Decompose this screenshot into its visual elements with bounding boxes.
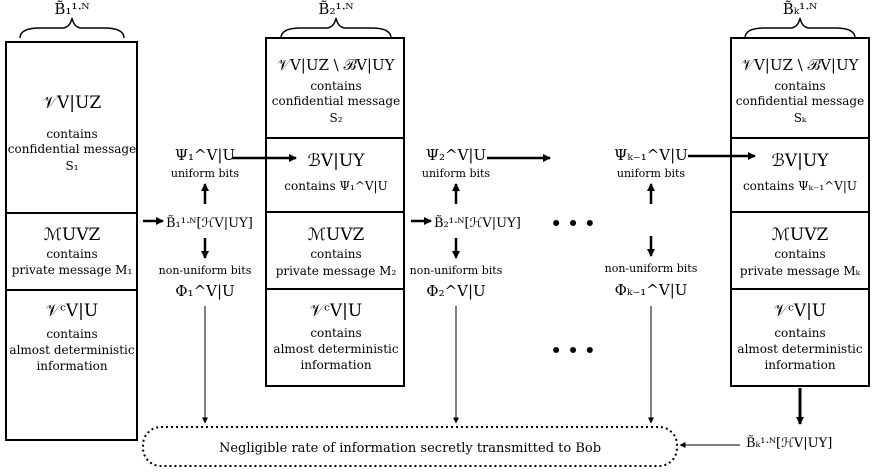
connector-2-nonuniform-label: non-uniform bits bbox=[410, 264, 503, 277]
block-1-section-2-line: contains bbox=[46, 247, 97, 261]
block-2-section-1-set: 𝒱V|UZ \ ℬV|UY bbox=[277, 56, 395, 74]
bob-leakage-box bbox=[142, 426, 678, 467]
block-2-section-2-set: ℬV|UY bbox=[308, 151, 366, 171]
connector-2-phi: Φ₂^V|U bbox=[426, 282, 485, 300]
block-k-section-2-line: contains Ψₖ₋₁^V|U bbox=[743, 179, 857, 193]
block-1-section-1-line: contains bbox=[46, 127, 97, 141]
block-k-section-1-line: contains bbox=[774, 79, 825, 93]
block-1-section-2-line: private message M₁ bbox=[12, 263, 133, 277]
block-1-section-3-set: 𝒱ᶜV|U bbox=[46, 301, 98, 321]
block-k-split-label: B̃ₖ¹ᐧᴺ[ℋV|UY] bbox=[746, 435, 832, 451]
block-k-section-1-set: 𝒱V|UZ \ ℬV|UY bbox=[741, 56, 859, 74]
block-1-section-2-set: ℳUVZ bbox=[44, 225, 101, 245]
block-2-header: B̃₂¹ᐧᴺ bbox=[318, 0, 353, 18]
block-2: B̃₂¹ᐧᴺ 𝒱V|UZ \ ℬV|UY contains confidenti… bbox=[265, 0, 405, 387]
block-1-section-3-line: information bbox=[36, 359, 107, 373]
block-2-section-3-set: ℳUVZ bbox=[308, 225, 365, 245]
block-k-section-1-line: Sₖ bbox=[794, 111, 807, 125]
connector-k-minus-1: Ψₖ₋₁^V|U uniform bits non-uniform bits Φ… bbox=[605, 146, 756, 424]
block-1: B̃₁¹ᐧᴺ 𝒱V|UZ contains confidential messa… bbox=[5, 0, 138, 441]
block-1-frame bbox=[5, 41, 138, 441]
connector-1-nonuniform-label: non-uniform bits bbox=[159, 264, 252, 277]
ellipsis-lower: • • • bbox=[551, 341, 595, 361]
block-k-section-4-line: contains bbox=[774, 326, 825, 340]
block-2-section-4-line: information bbox=[300, 358, 371, 372]
block-1-section-1-set: 𝒱V|UZ bbox=[43, 93, 101, 113]
block-k-section-4-line: information bbox=[764, 358, 835, 372]
block-2-brace bbox=[280, 17, 392, 39]
block-k-section-1-line: confidential message bbox=[736, 94, 864, 108]
block-k: B̃ₖ¹ᐧᴺ 𝒱V|UZ \ ℬV|UY contains confidenti… bbox=[730, 0, 870, 387]
block-k-section-3-line: contains bbox=[774, 247, 825, 261]
connector-1-split-label: B̃₁¹ᐧᴺ[ℋV|UY] bbox=[166, 215, 253, 231]
connector-1-psi: Ψ₁^V|U bbox=[175, 146, 235, 164]
block-2-section-3-line: contains bbox=[310, 247, 361, 261]
block-1-section-1-line: confidential message bbox=[8, 142, 136, 156]
block-1-section-1-line: S₁ bbox=[65, 159, 78, 173]
bob-leakage-message: Negligible rate of information secretly … bbox=[219, 441, 601, 456]
block-2-section-4-line: contains bbox=[310, 326, 361, 340]
ellipsis-middle: • • • bbox=[551, 214, 595, 234]
block-k-brace bbox=[744, 17, 856, 39]
connector-k-minus-1-uniform-label: uniform bits bbox=[617, 167, 686, 180]
connector-2-uniform-label: uniform bits bbox=[422, 167, 491, 180]
block-k-section-2-set: ℬV|UY bbox=[772, 151, 830, 171]
connector-1-phi: Φ₁^V|U bbox=[175, 282, 234, 300]
connector-1: B̃₁¹ᐧᴺ[ℋV|UY] uniform bits Ψ₁^V|U non-un… bbox=[143, 146, 297, 424]
block-k-section-3-line: private message Mₖ bbox=[740, 264, 861, 278]
block-1-section-3-line: contains bbox=[46, 327, 97, 341]
block-2-section-2-line: contains Ψ₁^V|U bbox=[284, 179, 387, 193]
connector-1-uniform-label: uniform bits bbox=[171, 167, 240, 180]
block-2-section-1-line: confidential message bbox=[272, 94, 400, 108]
connector-k-minus-1-phi: Φₖ₋₁^V|U bbox=[615, 281, 688, 299]
connector-k-minus-1-nonuniform-label: non-uniform bits bbox=[605, 262, 698, 275]
block-2-section-1-line: S₂ bbox=[329, 111, 342, 125]
block-2-section-3-line: private message M₂ bbox=[276, 264, 397, 278]
block-k-section-4-set: 𝒱ᶜV|U bbox=[774, 301, 826, 321]
connector-2-split-label: B̃₂¹ᐧᴺ[ℋV|UY] bbox=[434, 215, 521, 231]
block-k-header: B̃ₖ¹ᐧᴺ bbox=[783, 0, 818, 18]
connector-2: B̃₂¹ᐧᴺ[ℋV|UY] uniform bits Ψ₂^V|U non-un… bbox=[410, 146, 551, 424]
block-1-brace bbox=[19, 17, 125, 39]
block-2-section-4-line: almost deterministic bbox=[273, 342, 398, 356]
connector-k-minus-1-psi: Ψₖ₋₁^V|U bbox=[614, 146, 688, 164]
connector-2-psi: Ψ₂^V|U bbox=[426, 146, 486, 164]
block-k-section-3-set: ℳUVZ bbox=[772, 225, 829, 245]
block-2-section-1-line: contains bbox=[310, 79, 361, 93]
block-1-section-3-line: almost deterministic bbox=[9, 343, 134, 357]
block-1-header: B̃₁¹ᐧᴺ bbox=[54, 0, 89, 18]
block-k-section-4-line: almost deterministic bbox=[737, 342, 862, 356]
block-2-section-4-set: 𝒱ᶜV|U bbox=[310, 301, 362, 321]
